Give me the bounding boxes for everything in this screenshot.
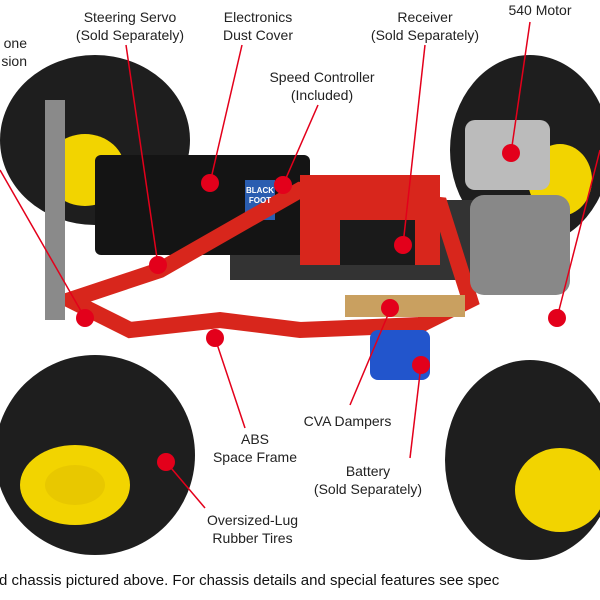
gearbox (470, 195, 570, 295)
callout-markers (76, 144, 566, 471)
cva-damper (345, 295, 465, 317)
caption: rd chassis pictured above. For chassis d… (0, 572, 500, 589)
box-logo-text: BLACK FOOT (246, 186, 274, 205)
label-steering-servo: Steering Servo(Sold Separately) (75, 9, 185, 43)
label-receiver: Receiver(Sold Separately) (370, 9, 480, 43)
front-damper (45, 100, 65, 320)
leader-lines (0, 21, 600, 509)
label-motor: 540 Motor (508, 2, 572, 18)
tire-front-left (0, 355, 195, 555)
label-dampers: CVA Dampers (303, 413, 392, 429)
tire-front-right (445, 360, 600, 560)
label-speed-controller: Speed Controller(Included) (269, 69, 375, 103)
label-battery: Battery(Sold Separately) (313, 463, 423, 497)
